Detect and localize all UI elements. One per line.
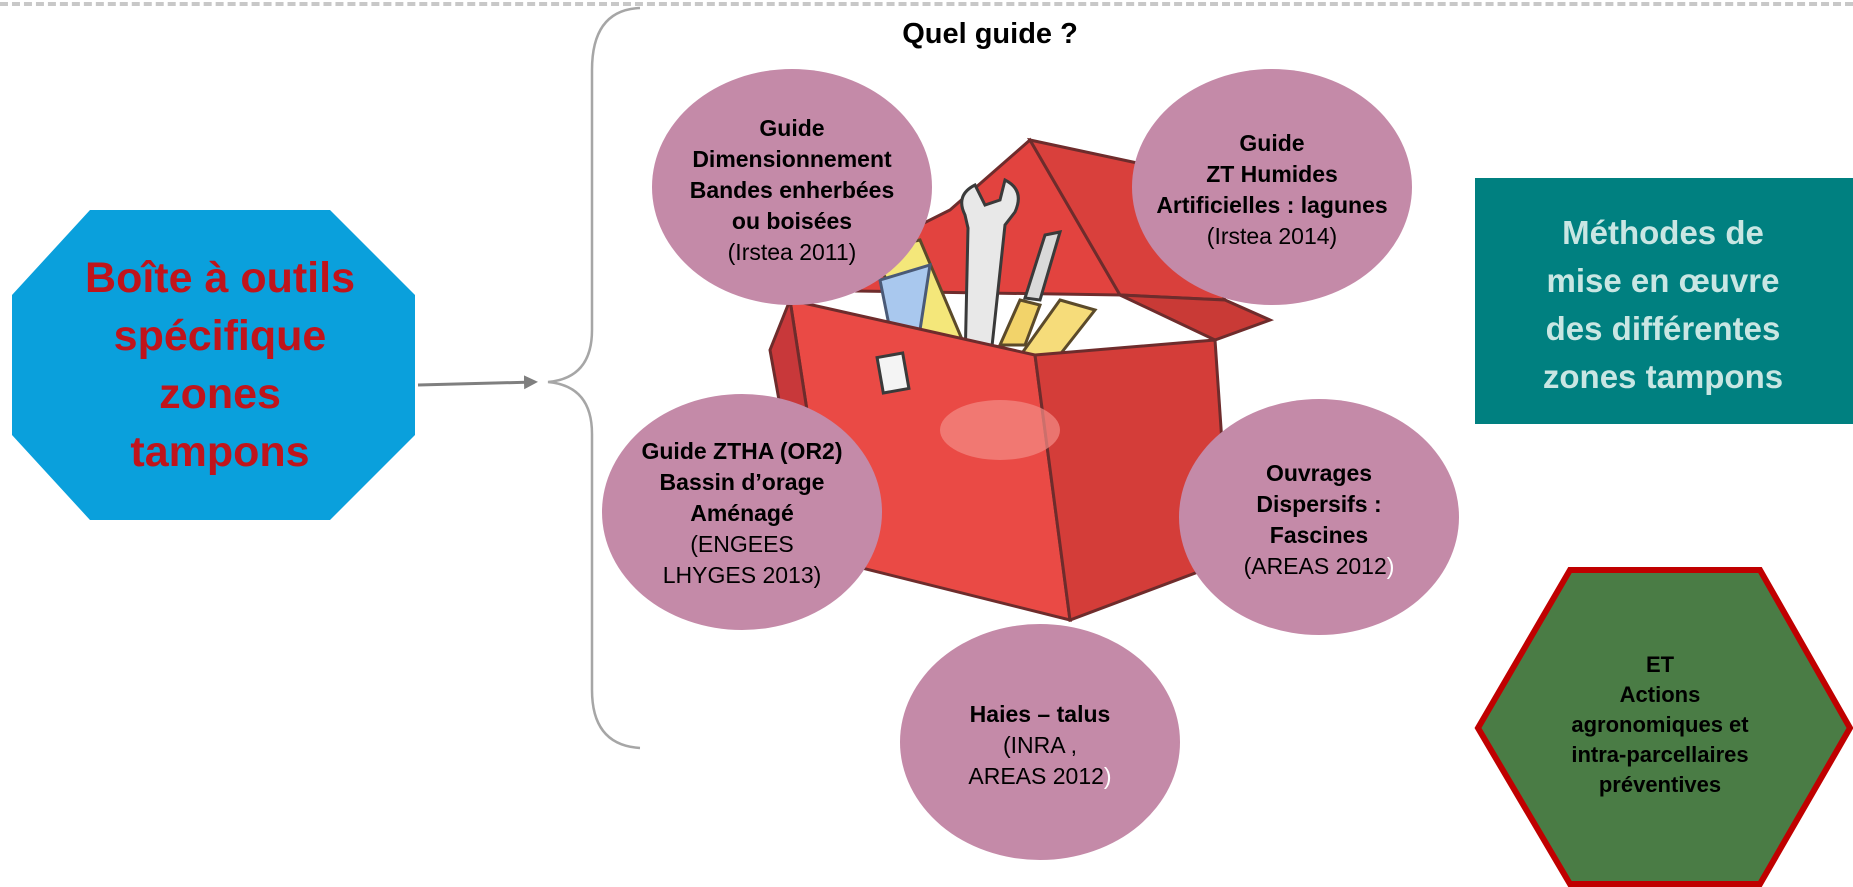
guide-haies-source-1: (INRA , (1002, 731, 1078, 758)
toolbox-octagon (12, 210, 415, 520)
guide-ellipse-fascines (1179, 399, 1459, 635)
toolbox-line-4: tampons (130, 428, 310, 476)
guide-fascines-source: (AREAS 2012) (1244, 551, 1395, 582)
toolbox-line-2: spécifique (113, 312, 327, 360)
guide-fascines-source-main: (AREAS 2012 (1243, 553, 1387, 579)
arrow-connector (417, 375, 538, 390)
actions-line-2: Actions (1619, 682, 1701, 707)
guide-bandes-source: (Irstea 2011) (727, 238, 857, 265)
methods-line-3: des différentes (1545, 310, 1781, 347)
guide-bandes-line-2: Dimensionnement (692, 145, 892, 172)
guide-ellipse-ztha (602, 394, 882, 630)
toolbox-octagon-label: Boîte à outils spécifique zones tampons (30, 220, 410, 510)
actions-line-1: ET (1645, 652, 1675, 677)
guide-fascines-line-1: Ouvrages (1265, 460, 1373, 486)
guide-bandes-label: Guide Dimensionnement Bandes enherbées o… (652, 100, 932, 280)
guide-haies-line-1: Haies – talus (969, 700, 1111, 727)
guide-ellipse-haies (900, 624, 1180, 860)
guide-bandes-line-1: Guide (759, 114, 825, 141)
guide-ellipse-zt-humides (1132, 69, 1412, 305)
actions-line-4: intra-parcellaires (1571, 742, 1749, 767)
guide-ztha-source-1: (ENGEES (690, 530, 794, 557)
guide-zt-line-3: Artificielles : lagunes (1156, 192, 1388, 218)
guide-haies-label: Haies – talus (INRA , AREAS 2012) (900, 690, 1180, 800)
guide-ztha-line-3: Aménagé (690, 499, 794, 526)
guide-zt-source: (Irstea 2014) (1206, 223, 1338, 249)
guide-ellipse-bandes (652, 69, 932, 305)
actions-line-3: agronomiques et (1571, 712, 1749, 737)
guide-bandes-line-3: Bandes enherbées (689, 176, 895, 203)
actions-hexagon (1474, 567, 1853, 887)
guide-fascines-line-3: Fascines (1269, 522, 1369, 548)
guide-zt-line-1: Guide (1239, 130, 1305, 156)
guide-fascines-line-2: Dispersifs : (1256, 491, 1382, 517)
guide-ztha-source-2: LHYGES 2013) (662, 561, 822, 588)
curly-brace (547, 6, 641, 750)
guide-zt-line-2: ZT Humides (1206, 161, 1338, 187)
toolbox-line-1: Boîte à outils (85, 254, 355, 302)
guide-ztha-line-2: Bassin d’orage (659, 468, 825, 495)
guide-fascines-source-tail: ) (1386, 553, 1395, 579)
methods-box (1475, 178, 1853, 424)
guide-ztha-line-1: Guide ZTHA (OR2) (641, 437, 843, 464)
toolbox-line-3: zones (159, 370, 281, 418)
methods-line-4: zones tampons (1542, 358, 1784, 395)
actions-hexagon-label: ET Actions agronomiques et intra-parcell… (1500, 630, 1820, 820)
methods-line-1: Méthodes de (1562, 214, 1764, 251)
diagram-title: Quel guide ? (902, 17, 1078, 50)
guide-zt-humides-label: Guide ZT Humides Artificielles : lagunes… (1132, 120, 1412, 260)
guide-bandes-line-4: ou boisées (731, 207, 853, 234)
guide-haies-source-main: AREAS 2012 (968, 762, 1104, 789)
top-dashed-border (0, 2, 1853, 6)
guide-fascines-label: Ouvrages Dispersifs : Fascines (AREAS 20… (1179, 455, 1459, 585)
guide-haies-source-tail: ) (1103, 762, 1112, 789)
guide-ztha-label: Guide ZTHA (OR2) Bassin d’orage Aménagé … (602, 428, 882, 598)
methods-box-label: Méthodes de mise en œuvre des différente… (1478, 180, 1848, 430)
methods-line-2: mise en œuvre (1546, 262, 1780, 299)
actions-line-5: préventives (1598, 772, 1722, 797)
guide-haies-source-2: AREAS 2012) (968, 761, 1111, 792)
